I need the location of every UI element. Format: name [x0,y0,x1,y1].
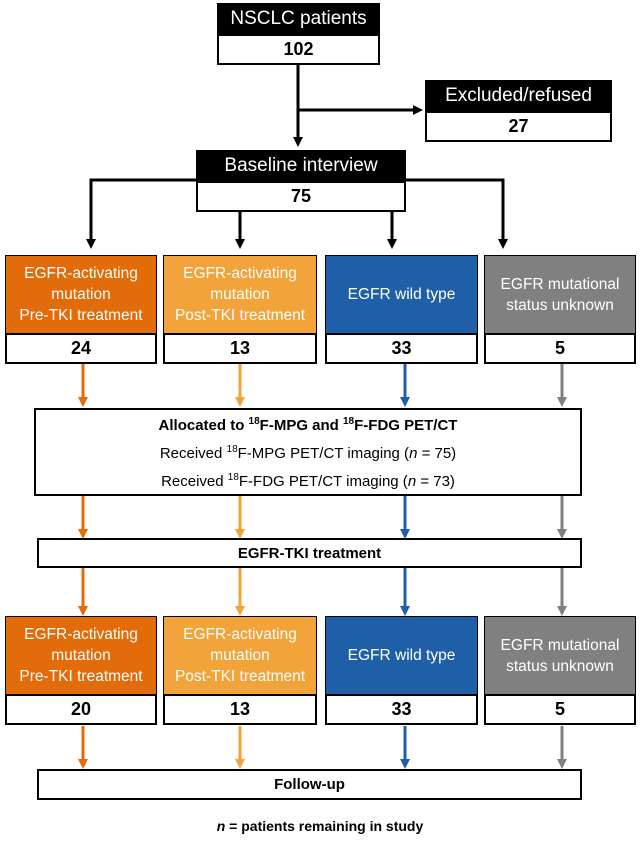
nsclc-count-text: 102 [283,39,314,59]
group-top-wild-type-count: 33 [325,333,478,364]
allocation-line-3-sup: 18 [227,472,239,483]
group-top-wild-type-label: EGFR wild type [347,286,456,303]
branch-baseline-to-groups-4 [406,178,508,249]
group-bottom-pre-tki-count-text: 20 [70,699,92,719]
group-bottom-pre-tki: EGFR-activating mutation Pre-TKI treatme… [5,616,157,694]
footnote-n: n [216,818,226,834]
excluded-title: Excluded/refused [425,80,612,111]
allocation-line-3-end: = 73) [416,473,455,490]
group-bottom-pre-tki-label: EGFR-activating mutation Pre-TKI treatme… [19,626,143,685]
excluded-count: 27 [425,111,612,142]
group-top-unknown: EGFR mutational status unknown [484,255,636,333]
nsclc-title-text: NSCLC patients [230,7,367,29]
group-bottom-post-tki-count-text: 13 [229,699,251,719]
group-bottom-wild-type: EGFR wild type [325,616,478,694]
allocation-line-2-mid: F-MPG PET/CT imaging ( [237,445,410,462]
group-bottom-unknown-count-text: 5 [554,699,565,719]
followup-label: Follow-up [274,776,345,793]
baseline-count: 75 [196,181,406,212]
group-bottom-wild-type-count: 33 [325,694,478,725]
group-bottom-post-tki-label: EGFR-activating mutation Post-TKI treatm… [174,626,306,685]
group-bottom-wild-type-count-text: 33 [391,699,412,719]
group-bottom-unknown-count: 5 [484,694,636,725]
allocation-line-2: Received 18F-MPG PET/CT imaging (n = 75) [160,438,456,466]
group-bottom-unknown: EGFR mutational status unknown [484,616,636,694]
nsclc-count: 102 [217,34,380,65]
baseline-title: Baseline interview [196,150,406,181]
group-top-pre-tki-count: 24 [5,333,157,364]
allocation-line-2-end: = 75) [417,445,457,462]
group-top-post-tki-count-text: 13 [229,338,251,358]
group-top-post-tki-count: 13 [163,333,317,364]
excluded-count-text: 27 [508,116,529,136]
group-top-pre-tki: EGFR-activating mutation Pre-TKI treatme… [5,255,157,333]
allocation-line-3-prefix: Received [161,473,228,490]
allocation-line-3: Received 18F-FDG PET/CT imaging (n = 73) [161,466,455,494]
group-bottom-unknown-label: EGFR mutational status unknown [500,636,620,675]
allocation-line-1-sup-b: 18 [343,416,355,427]
nsclc-title: NSCLC patients [217,3,380,34]
group-top-post-tki: EGFR-activating mutation Post-TKI treatm… [163,255,317,333]
branch-baseline-to-groups [86,178,196,249]
group-top-post-tki-label: EGFR-activating mutation Post-TKI treatm… [174,265,306,324]
allocation-line-1: Allocated to 18F-MPG and 18F-FDG PET/CT [159,410,458,438]
allocation-line-2-sup: 18 [226,444,238,455]
group-top-wild-type: EGFR wild type [325,255,478,333]
allocation-line-1-prefix: Allocated to [158,417,249,434]
treatment-label: EGFR-TKI treatment [237,544,382,562]
followup-box: Follow-up [37,769,582,800]
allocation-line-2-prefix: Received [159,445,227,462]
group-top-wild-type-count-text: 33 [391,338,412,358]
excluded-title-text: Excluded/refused [445,84,592,106]
group-top-pre-tki-count-text: 24 [70,338,92,358]
baseline-title-text: Baseline interview [224,154,378,176]
group-top-unknown-count-text: 5 [554,338,565,358]
baseline-count-text: 75 [290,186,312,206]
allocation-line-1-sup-a: 18 [248,416,260,427]
allocation-line-2-n: n [409,445,418,462]
allocation-box: Allocated to 18F-MPG and 18F-FDG PET/CT … [34,408,582,496]
group-top-pre-tki-label: EGFR-activating mutation Pre-TKI treatme… [19,265,143,324]
allocation-line-3-mid: F-FDG PET/CT imaging ( [238,473,408,490]
allocation-line-1-end: F-FDG PET/CT [354,417,458,434]
allocation-line-3-n: n [407,473,417,490]
group-bottom-post-tki: EGFR-activating mutation Post-TKI treatm… [163,616,317,694]
group-bottom-pre-tki-count: 20 [5,694,157,725]
group-top-unknown-label: EGFR mutational status unknown [500,275,620,314]
footnote-text: = patients remaining in study [225,818,424,834]
footnote: n = patients remaining in study [0,818,640,834]
treatment-box: EGFR-TKI treatment [37,538,582,568]
group-bottom-wild-type-label: EGFR wild type [347,647,456,664]
allocation-line-1-mid: F-MPG and [259,417,343,434]
group-bottom-post-tki-count: 13 [163,694,317,725]
group-top-unknown-count: 5 [484,333,636,364]
